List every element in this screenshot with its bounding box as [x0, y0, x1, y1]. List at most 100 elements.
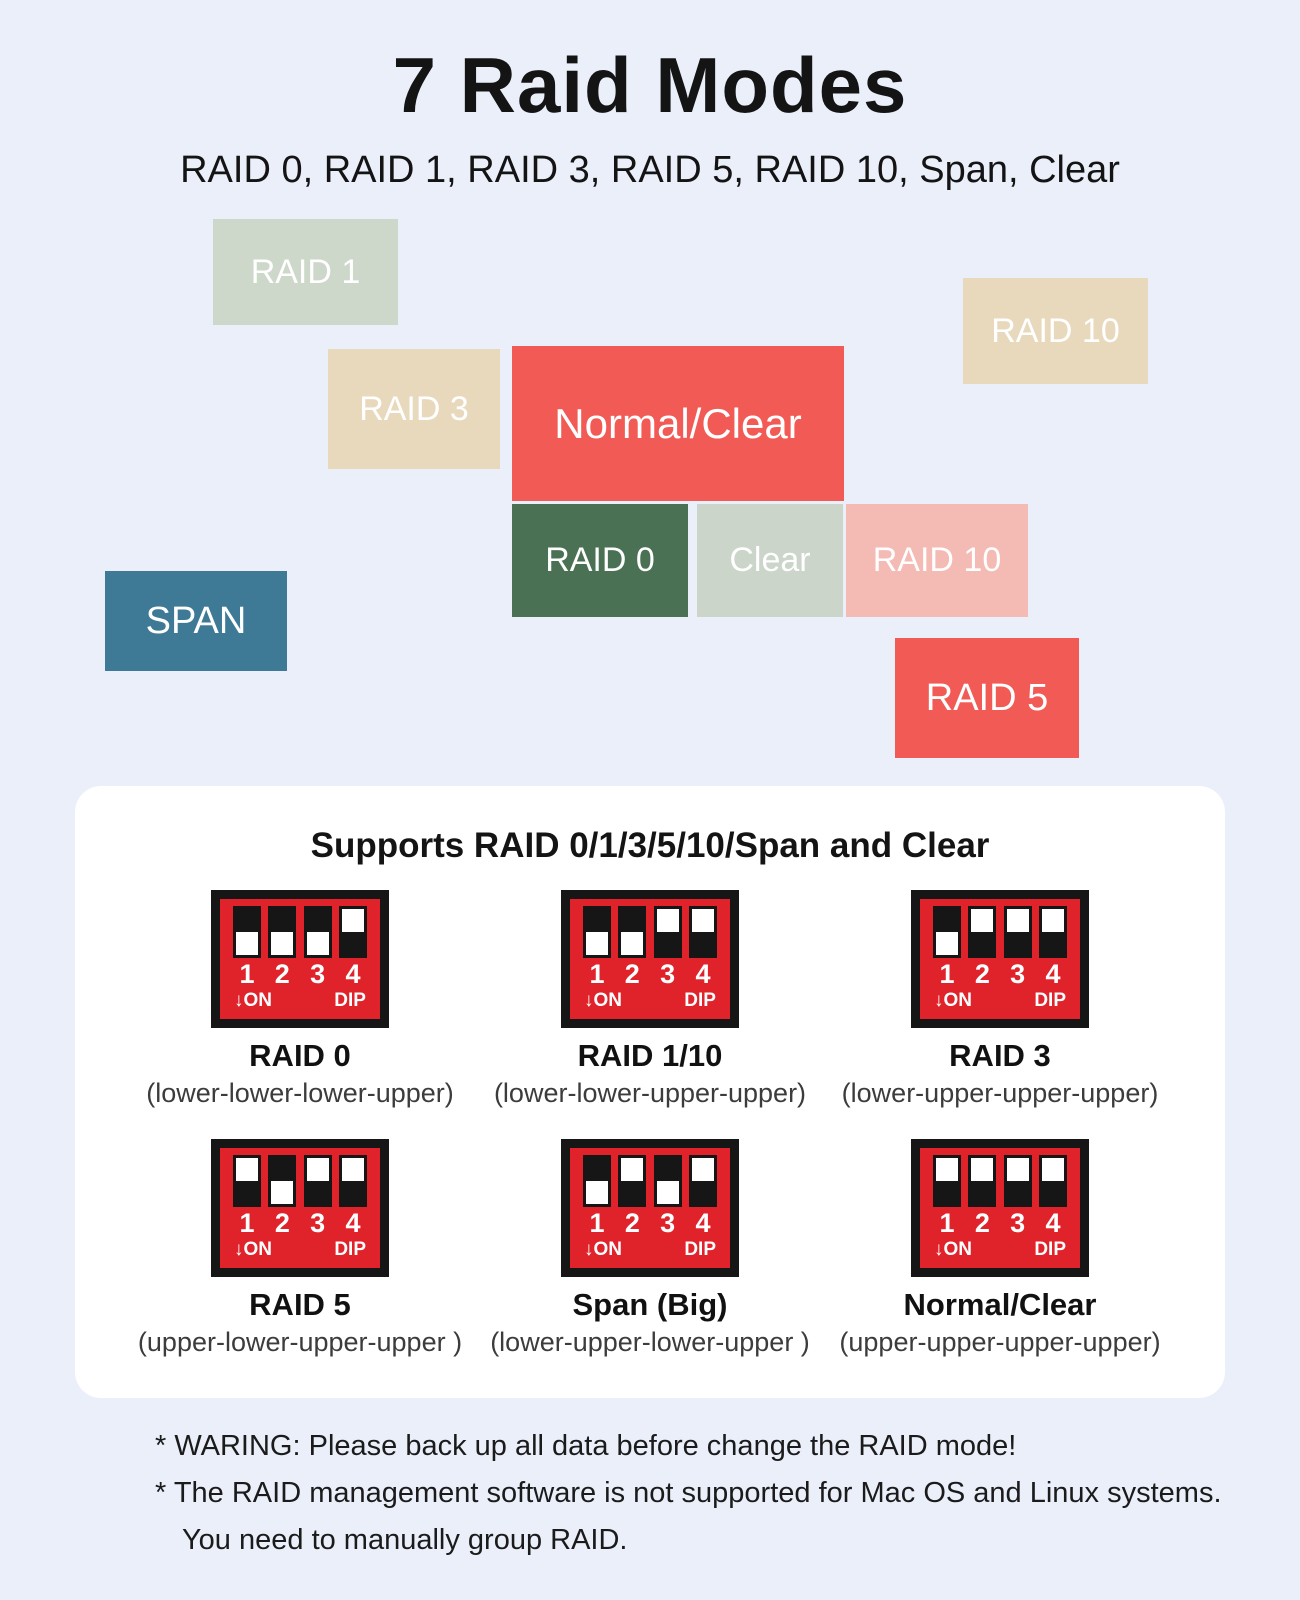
dip-on-dip-row: ↓ON DIP: [928, 990, 1072, 1012]
dip-handle: [271, 1181, 294, 1205]
dip-slots: [928, 1155, 1072, 1208]
dip-slot-lower: [653, 1155, 682, 1208]
dip-handle: [1041, 909, 1064, 933]
on-label: ↓ON: [934, 1238, 972, 1260]
dip-number: 3: [310, 1208, 326, 1239]
dip-handle: [971, 909, 994, 933]
block-raid-5: RAID 5: [895, 638, 1079, 759]
on-label: ↓ON: [934, 990, 972, 1012]
dip-number: 4: [1045, 959, 1061, 990]
dip-slots: [228, 1155, 372, 1208]
block-label: RAID 1: [250, 252, 361, 291]
dip-slots: [928, 906, 1072, 959]
dip-slot-lower: [232, 906, 261, 959]
block-clear: Clear: [697, 504, 843, 618]
block-label: Clear: [729, 541, 811, 580]
dip-slot-upper: [968, 906, 997, 959]
down-arrow-icon: ↓: [934, 1238, 944, 1260]
dip-number: 4: [695, 1208, 711, 1239]
page-title: 7 Raid Modes: [392, 41, 908, 129]
dip-number: 1: [589, 1208, 605, 1239]
dip-slot-upper: [968, 1155, 997, 1208]
dip-handle: [341, 1158, 364, 1182]
dip-number: 2: [974, 1208, 990, 1239]
dip-slot-upper: [338, 906, 367, 959]
dip-label: DIP: [684, 990, 716, 1012]
dip-handle: [585, 932, 608, 956]
dip-slot-lower: [303, 906, 332, 959]
dip-handle: [936, 932, 958, 956]
dip-slots: [578, 906, 722, 959]
dip-handle: [621, 1158, 644, 1182]
dip-handle: [236, 1158, 258, 1182]
dip-handle: [306, 1158, 329, 1182]
switch-positions-label: (lower-upper-upper-upper): [841, 1078, 1159, 1108]
block-label: RAID 10: [991, 311, 1120, 350]
dip-number: 1: [939, 959, 955, 990]
down-arrow-icon: ↓: [584, 1238, 594, 1260]
dip-number: 4: [345, 959, 361, 990]
dip-slot-lower: [618, 906, 647, 959]
dip-slot-lower: [268, 906, 297, 959]
block-raid-3: RAID 3: [328, 349, 500, 470]
dip-number: 3: [1010, 959, 1026, 990]
dip-number: 4: [1045, 1208, 1061, 1239]
dip-number: 2: [274, 959, 290, 990]
dip-handle: [691, 1158, 714, 1182]
switch-positions-label: (upper-lower-upper-upper ): [137, 1326, 463, 1357]
dip-number: 2: [624, 959, 640, 990]
dip-handle: [341, 909, 364, 933]
switch-name-label: RAID 0: [249, 1038, 351, 1074]
dip-slot-upper: [1038, 906, 1067, 959]
dip-slot-upper: [688, 1155, 717, 1208]
dip-slot-upper: [1038, 1155, 1067, 1208]
dip-handle: [1041, 1158, 1064, 1182]
switch-name-label: Normal/Clear: [903, 1287, 1097, 1323]
dip-on-dip-row: ↓ON DIP: [928, 1239, 1072, 1261]
dip-slot-upper: [233, 1155, 261, 1208]
dip-on-dip-row: ↓ON DIP: [228, 1239, 372, 1261]
page-subtitle: RAID 0, RAID 1, RAID 3, RAID 5, RAID 10,…: [180, 149, 1120, 192]
block-raid-1: RAID 1: [213, 219, 398, 326]
dip-label: DIP: [1034, 990, 1066, 1012]
warning-line: * The RAID management software is not su…: [155, 1477, 1222, 1510]
dip-slot-lower: [583, 1155, 611, 1208]
dip-slots: [578, 1155, 722, 1208]
down-arrow-icon: ↓: [934, 990, 944, 1012]
dip-handle: [621, 932, 644, 956]
dip-handle: [971, 1158, 994, 1182]
dip-label: DIP: [684, 1238, 716, 1260]
dip-number: 4: [695, 959, 711, 990]
dip-slot-upper: [1003, 1155, 1032, 1208]
block-normal-clear: Normal/Clear: [512, 346, 844, 502]
supports-card: Supports RAID 0/1/3/5/10/Span and Clear …: [75, 786, 1225, 1399]
dip-number: 2: [624, 1208, 640, 1239]
switch-name-label: RAID 1/10: [577, 1038, 723, 1074]
dip-number: 4: [345, 1208, 361, 1239]
dip-handle: [936, 1158, 958, 1182]
switch-positions-label: (lower-lower-upper-upper): [493, 1078, 807, 1108]
dip-handle: [235, 932, 258, 956]
switch-name-label: Span (Big): [572, 1287, 728, 1323]
dip-slot-upper: [933, 1155, 961, 1208]
dip-label: DIP: [334, 990, 366, 1012]
block-label: RAID 5: [925, 676, 1049, 719]
dip-number: 3: [1010, 1208, 1026, 1239]
dip-handle: [656, 909, 679, 933]
dip-on-dip-row: ↓ON DIP: [578, 990, 722, 1012]
switch-positions-label: (upper-upper-upper-upper): [839, 1326, 1161, 1357]
on-label: ↓ON: [584, 1238, 622, 1260]
block-label: RAID 3: [359, 389, 469, 428]
dip-slot-upper: [338, 1155, 367, 1208]
